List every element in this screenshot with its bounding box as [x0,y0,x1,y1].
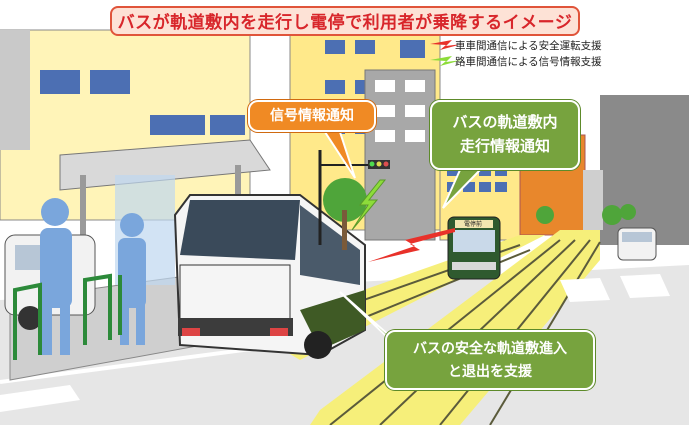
left-building [0,29,251,221]
crosswalk [0,274,670,412]
trees [323,178,636,250]
vehicle-to-vehicle-bolt [368,228,455,262]
legend-label: 車車間通信による安全運転支援 [455,40,602,52]
shelter-roof [59,139,271,191]
legend-red-bolt-icon [430,40,462,50]
callout-line: 走行情報通知 [459,137,550,155]
callout-line: と退出を支援 [448,364,532,380]
platform-railing [13,273,122,360]
road-to-vehicle-bolt [351,179,387,231]
callout-line: バスの軌道敷内 [452,113,558,131]
passengers [40,198,146,355]
white-car [617,227,657,261]
tram [447,216,501,280]
legend-green-bolt-icon [430,56,462,66]
callout-signal-info: 信号情報通知 [248,100,376,132]
legend-item-v2v: 車車間通信による安全運転支援 [455,38,602,53]
grey-building [364,69,436,241]
track-bed [310,230,600,425]
callout-line: バスの安全な軌道敷進入 [413,341,567,357]
callout-track-info: バスの軌道敷内 走行情報通知 [430,100,580,170]
legend-label: 路車間通信による信号情報支援 [455,56,602,68]
callout-text: 信号情報通知 [270,108,354,124]
legend-item-r2v: 路車間通信による信号情報支援 [455,54,602,69]
bus [173,194,366,359]
callout-safe-entry: バスの安全な軌道敷進入 と退出を支援 [385,330,595,390]
diagram-title: バスが軌道敷内を走行し電停で利用者が乗降するイメージ [110,6,580,36]
tram-destination-sign: 電停前 [463,221,482,228]
